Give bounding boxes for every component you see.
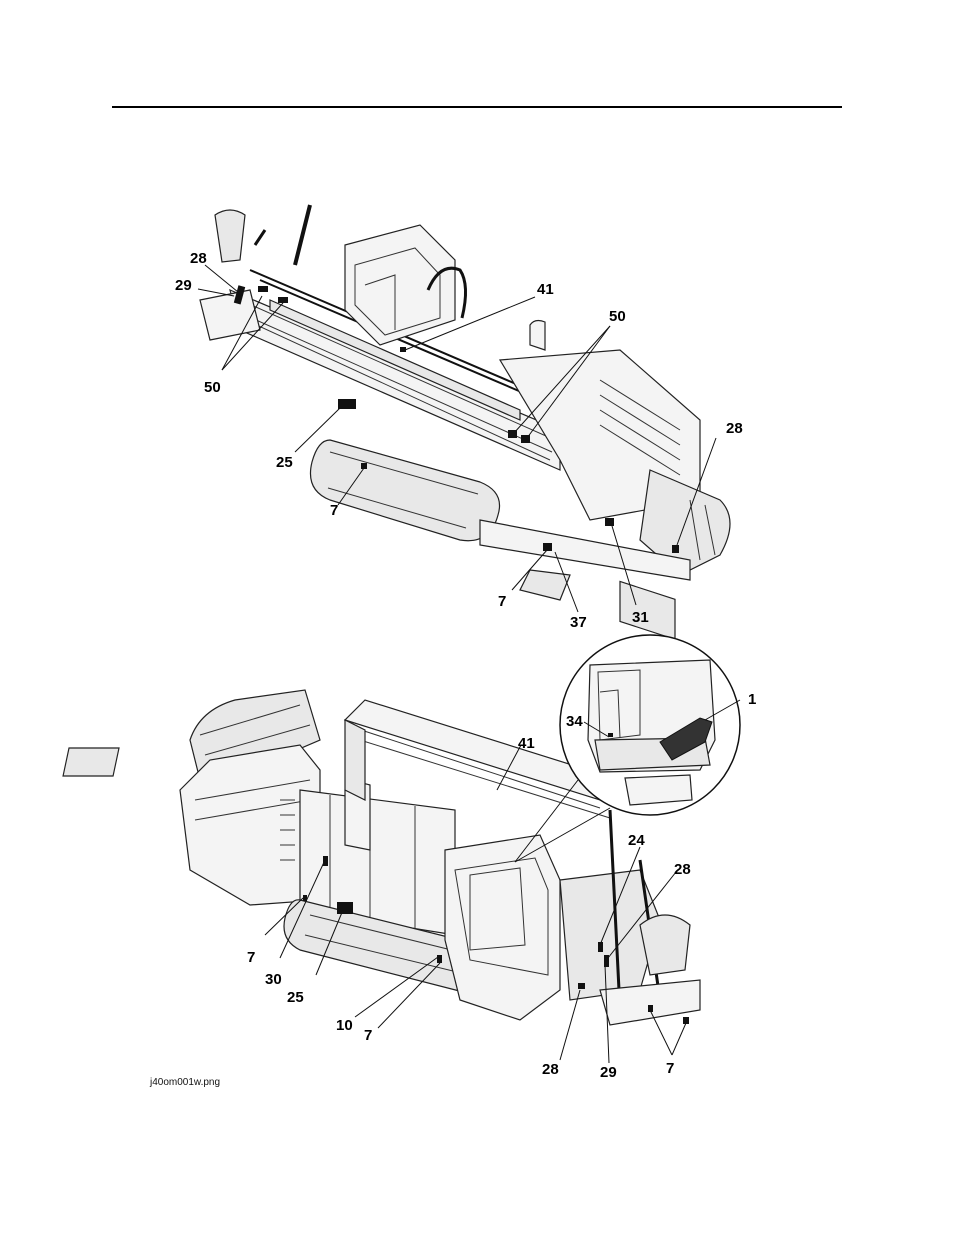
callout-7-top-base: 7 [498, 593, 506, 610]
callout-28-top-left: 28 [190, 250, 207, 267]
callout-29-bottom: 29 [600, 1064, 617, 1081]
callout-28-bottom-right: 28 [674, 861, 691, 878]
callout-41-top: 41 [537, 281, 554, 298]
callout-1: 1 [748, 691, 756, 708]
callout-50-top-left: 50 [204, 379, 221, 396]
callout-25-bottom: 25 [287, 989, 304, 1006]
engine-housing-bottom [180, 745, 320, 905]
callout-28-top-right: 28 [726, 420, 743, 437]
cab-detail-inset [515, 635, 740, 862]
operator-cab [345, 225, 455, 345]
crawler-track [310, 440, 499, 541]
callout-37-top: 37 [570, 614, 587, 631]
callout-7-bottom-cab: 7 [364, 1027, 372, 1044]
callout-41-bottom: 41 [518, 735, 535, 752]
callout-31-top: 31 [632, 609, 649, 626]
callout-50-top-right: 50 [609, 308, 626, 325]
callout-7-bottom-left: 7 [247, 949, 255, 966]
callout-25-top: 25 [276, 454, 293, 471]
callout-24: 24 [628, 832, 645, 849]
callout-30: 30 [265, 971, 282, 988]
callout-28-bottom: 28 [542, 1061, 559, 1078]
callout-34: 34 [566, 713, 583, 730]
callout-10: 10 [336, 1017, 353, 1034]
figure-caption: j40om001w.png [150, 1077, 220, 1088]
machine-top-view [200, 205, 730, 639]
callout-7-top-track: 7 [330, 502, 338, 519]
callout-29-top-left: 29 [175, 277, 192, 294]
callout-7-bottom-right: 7 [666, 1060, 674, 1077]
